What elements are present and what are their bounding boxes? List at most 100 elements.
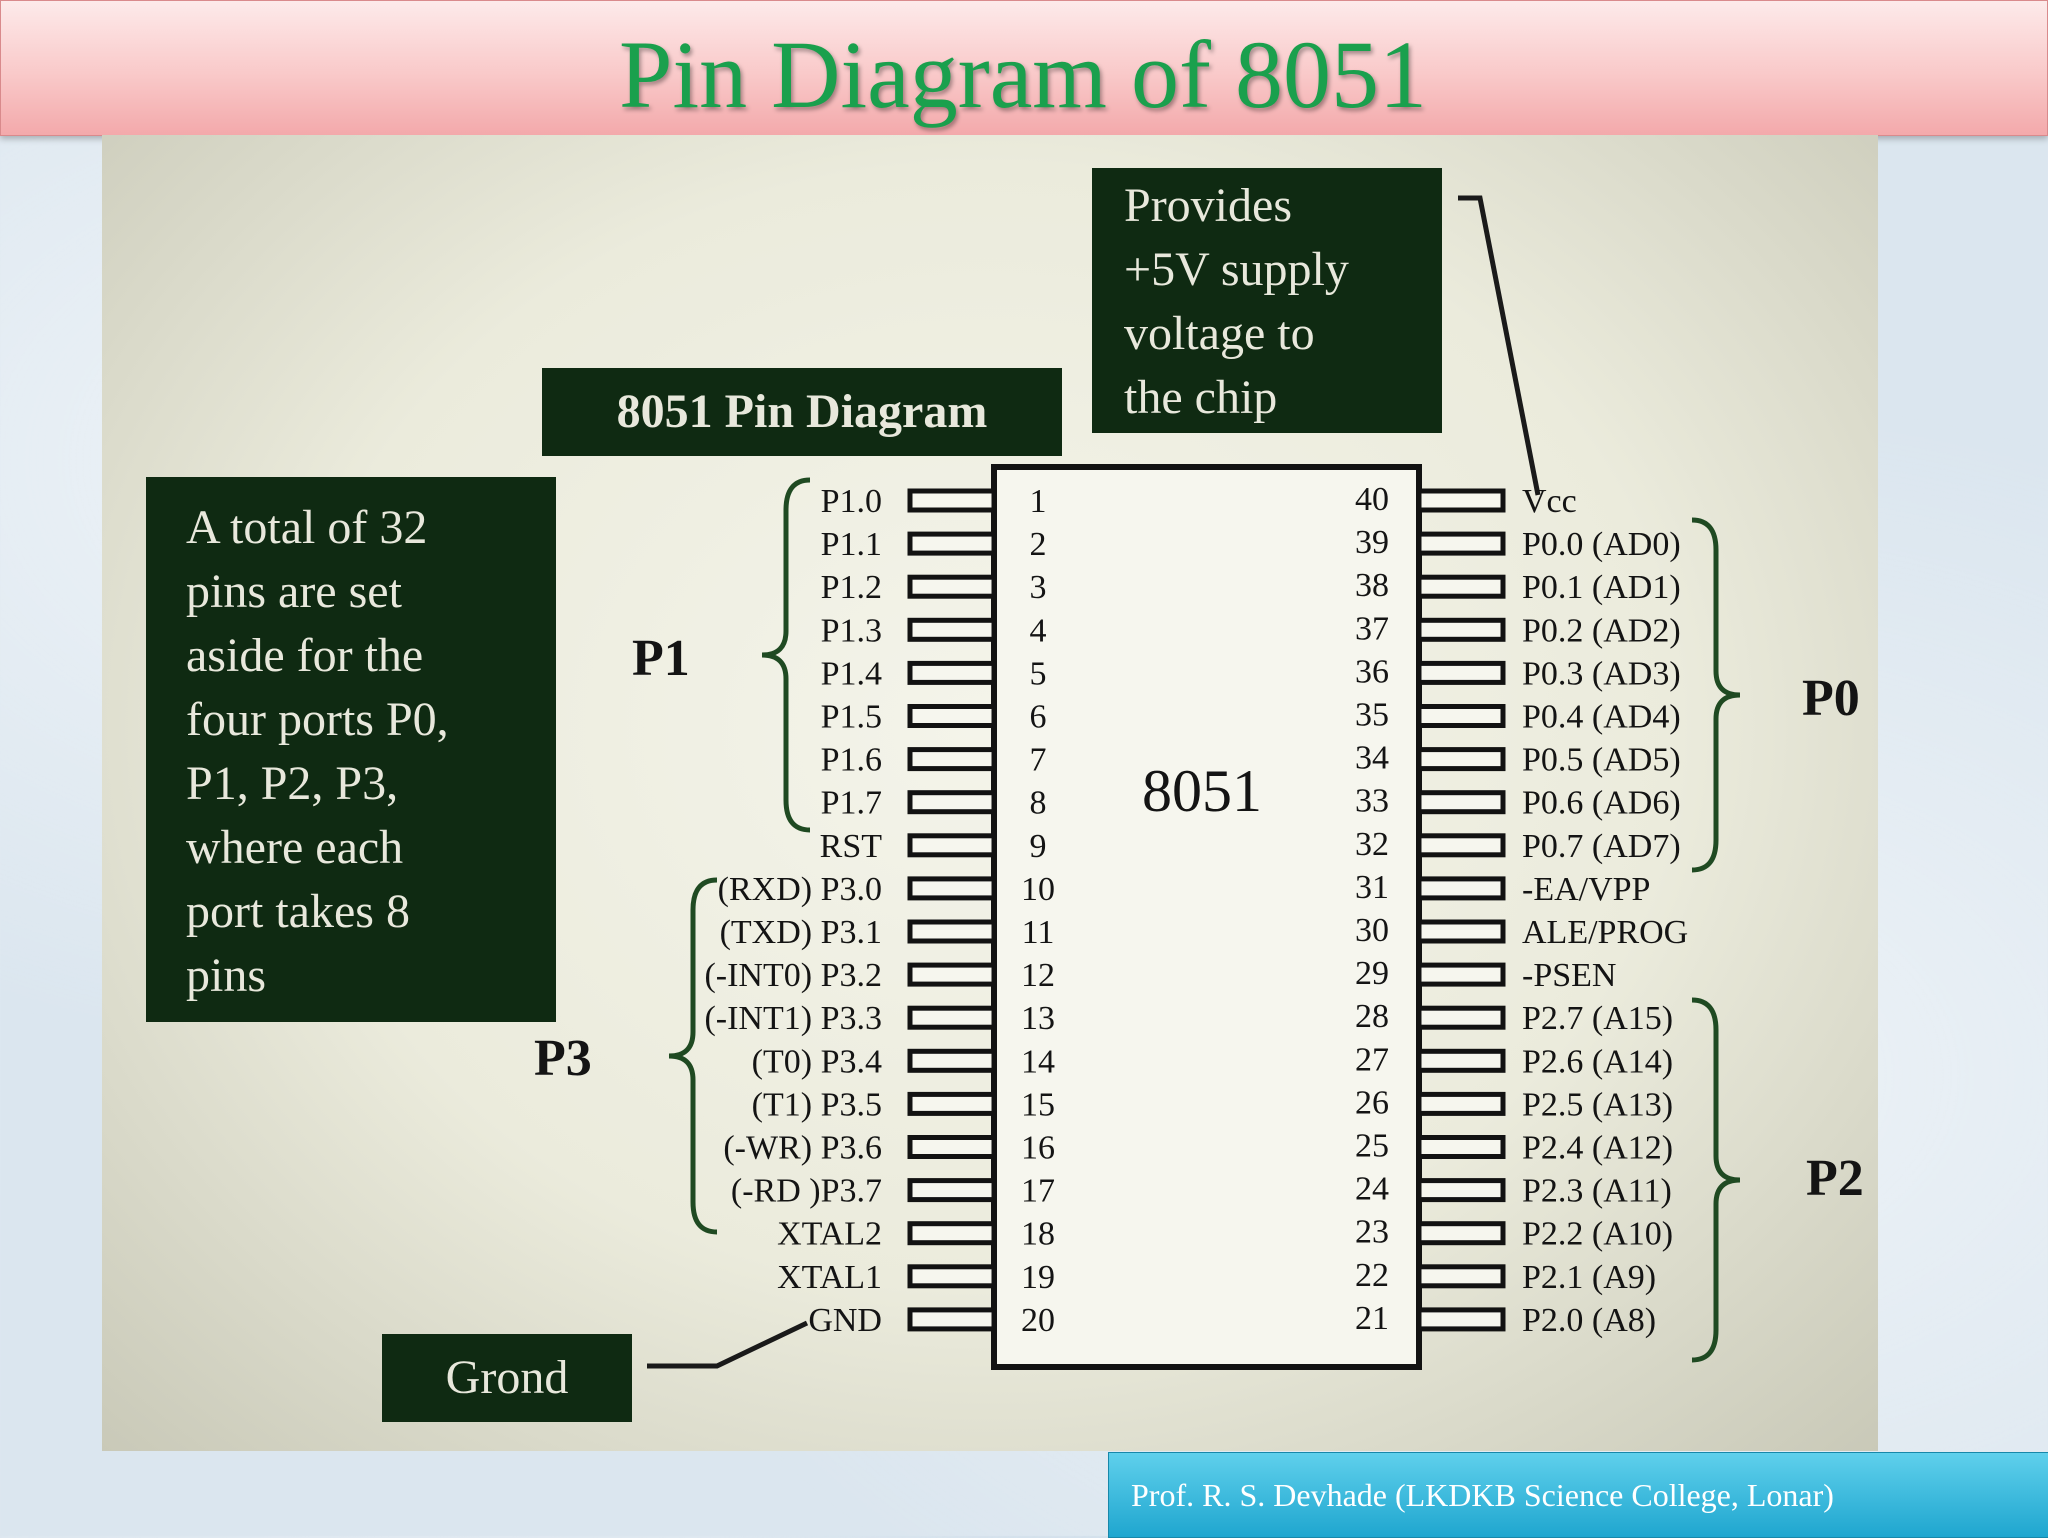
p1-bracket	[761, 477, 811, 833]
pin-7-number: 7	[1030, 742, 1047, 779]
pin-11-lead	[907, 919, 997, 944]
slide-title: Pin Diagram of 8051	[619, 21, 1427, 128]
callout-line: voltage to	[1124, 307, 1315, 360]
p2-bracket	[1691, 997, 1741, 1363]
pin-16-lead	[907, 1135, 997, 1159]
pin-1-lead	[907, 488, 997, 513]
port-p0-label: P0	[1802, 670, 1860, 727]
pin-28-label: P2.7 (A15)	[1522, 1000, 1673, 1037]
pin-19-label: XTAL1	[777, 1259, 882, 1296]
pin-38-lead	[1416, 574, 1506, 599]
supply-callout-box	[1092, 168, 1442, 433]
gnd-leader-line	[647, 1320, 809, 1369]
pin-27-label: P2.6 (A14)	[1522, 1043, 1673, 1080]
pin-4-label: P1.3	[821, 612, 882, 649]
pin-32-lead	[1416, 833, 1506, 858]
ground-callout-box	[382, 1334, 632, 1422]
pin-6-label: P1.5	[821, 699, 882, 736]
pin-15-lead	[907, 1091, 997, 1116]
pin-10-lead	[907, 876, 997, 901]
pin-9-number: 9	[1030, 828, 1047, 865]
pin-39-number: 39	[1355, 524, 1389, 561]
pin-33-number: 33	[1355, 783, 1389, 820]
pin-11-label: (TXD) P3.1	[720, 914, 882, 951]
pin-40-lead	[1416, 488, 1506, 513]
pin-8-label: P1.7	[821, 785, 882, 822]
pin-10-number: 10	[1021, 871, 1055, 908]
vcc-leader-line	[1458, 195, 1541, 496]
pin-26-lead	[1416, 1091, 1506, 1116]
pin-16-number: 16	[1021, 1130, 1055, 1167]
callout-line: pins	[186, 949, 266, 1002]
pin-26-number: 26	[1355, 1084, 1389, 1121]
pin-3-lead	[907, 574, 997, 599]
callout-line: where each	[186, 821, 403, 874]
pin-7-label: P1.6	[821, 742, 882, 779]
pin-6-number: 6	[1030, 699, 1047, 736]
pin-5-lead	[907, 660, 997, 685]
pin-21-label: P2.0 (A8)	[1522, 1302, 1656, 1339]
pin-34-lead	[1416, 747, 1506, 772]
pin-24-number: 24	[1355, 1171, 1389, 1208]
pin-39-lead	[1416, 531, 1506, 556]
pin-36-lead	[1416, 660, 1506, 685]
pin-37-label: P0.2 (AD2)	[1522, 612, 1681, 649]
pin-18-label: XTAL2	[777, 1216, 882, 1253]
callout-line: pins are set	[186, 565, 403, 618]
pin-35-lead	[1416, 704, 1506, 728]
pin-30-label: ALE/PROG	[1522, 914, 1688, 951]
ports-callout-box	[146, 477, 556, 1022]
pin-30-number: 30	[1355, 912, 1389, 949]
pin-24-label: P2.3 (A11)	[1522, 1173, 1672, 1210]
chip-label: 8051	[1142, 758, 1262, 824]
pin-22-number: 22	[1355, 1257, 1389, 1294]
pin-20-lead	[907, 1307, 997, 1332]
callout-line: +5V supply	[1124, 243, 1349, 296]
pin-5-number: 5	[1030, 655, 1047, 692]
pin-2-number: 2	[1030, 526, 1047, 563]
pin-2-label: P1.1	[821, 526, 882, 563]
pin-17-number: 17	[1021, 1173, 1055, 1210]
pin-30-lead	[1416, 919, 1506, 944]
pin-19-lead	[907, 1264, 997, 1289]
pin-26-label: P2.5 (A13)	[1522, 1086, 1673, 1123]
pin-13-label: (-INT1) P3.3	[704, 1000, 882, 1037]
pin-16-label: (-WR) P3.6	[723, 1130, 882, 1167]
pin-8-number: 8	[1030, 785, 1047, 822]
pin-35-label: P0.4 (AD4)	[1522, 699, 1681, 736]
pin-17-lead	[907, 1178, 997, 1203]
pin-22-label: P2.1 (A9)	[1522, 1259, 1656, 1296]
pin-11-number: 11	[1022, 914, 1055, 951]
pin-14-lead	[907, 1048, 997, 1073]
pin-29-label: -PSEN	[1522, 957, 1616, 994]
pin-14-number: 14	[1021, 1043, 1055, 1080]
pin-6-lead	[907, 704, 997, 728]
pin-20-number: 20	[1021, 1302, 1055, 1339]
diagram-heading: 8051 Pin Diagram	[617, 385, 988, 438]
pin-27-lead	[1416, 1048, 1506, 1073]
pin-28-lead	[1416, 1005, 1506, 1030]
pin-20-label: GND	[808, 1302, 882, 1339]
p3-bracket	[668, 877, 718, 1235]
pin-12-lead	[907, 962, 997, 987]
pin-23-lead	[1416, 1221, 1506, 1246]
callout-line: aside for the	[186, 629, 423, 682]
pin-13-lead	[907, 1005, 997, 1030]
footer-bar: Prof. R. S. Devhade (LKDKB Science Colle…	[1108, 1452, 2048, 1538]
diagram-heading-box	[542, 368, 1062, 456]
pin-13-number: 13	[1021, 1000, 1055, 1037]
pin-1-label: P1.0	[821, 483, 882, 520]
pin-40-label: Vcc	[1522, 483, 1577, 520]
pin-29-number: 29	[1355, 955, 1389, 992]
footer-credit: Prof. R. S. Devhade (LKDKB Science Colle…	[1131, 1477, 1834, 1513]
pin-38-number: 38	[1355, 567, 1389, 604]
pin-31-lead	[1416, 876, 1506, 901]
pin-18-lead	[907, 1221, 997, 1246]
pin-29-lead	[1416, 962, 1506, 987]
pin-28-number: 28	[1355, 998, 1389, 1035]
pin-35-number: 35	[1355, 697, 1389, 734]
